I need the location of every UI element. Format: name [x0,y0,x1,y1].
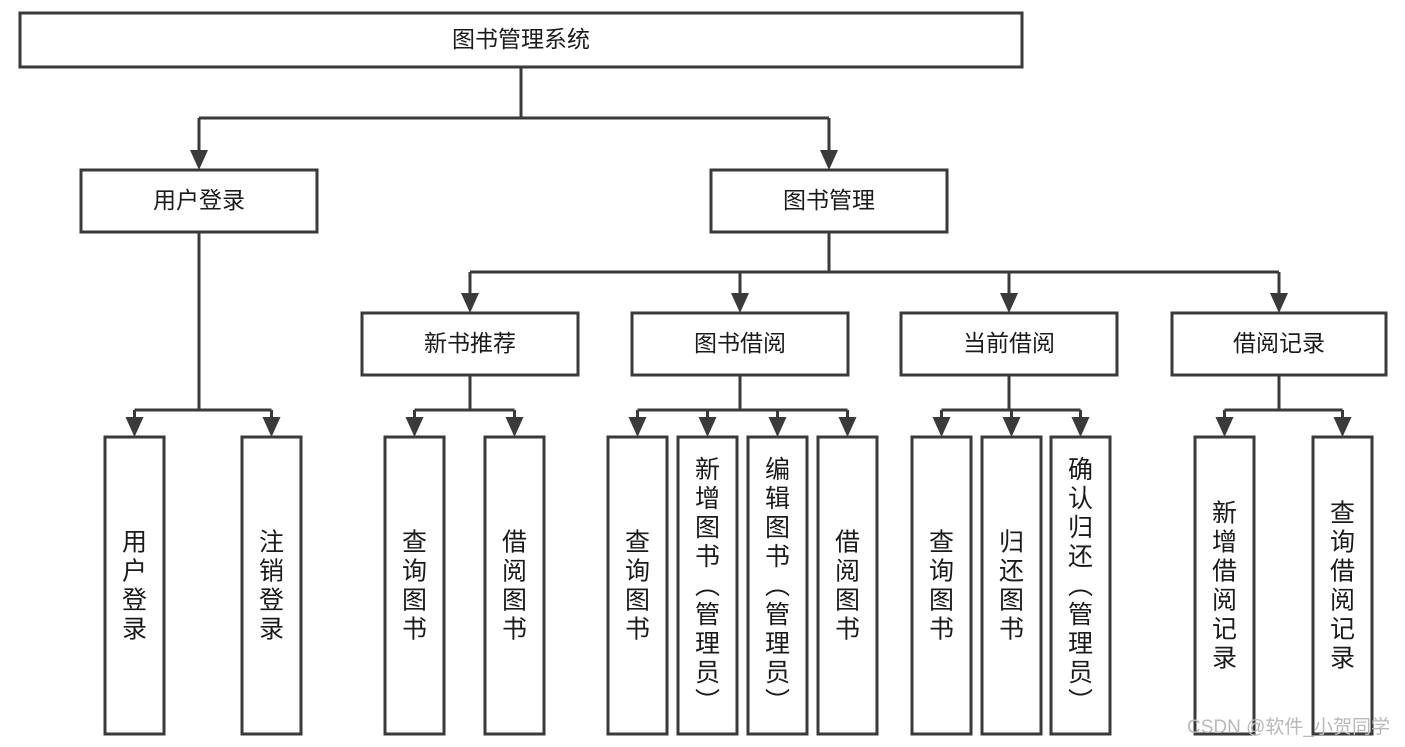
node-leaf-return-book[interactable]: 归还图书 [980,435,1043,736]
node-leaf-add-borrow-record[interactable]: 新增借阅记录 [1193,435,1256,736]
arrow-head-icon [768,417,787,437]
arrow-head-icon [505,417,524,437]
arrow-head-icon [820,150,838,170]
node-leaf-query-borrow-record[interactable]: 查询借阅记录 [1311,435,1374,736]
node-label-leaf-user-login: 用户登录 [122,529,147,644]
node-label-borrow-record: 借阅记录 [1233,330,1325,356]
node-label-leaf-borrow-book-recommend: 借阅图书 [502,529,527,644]
node-leaf-logout-login[interactable]: 注销登录 [240,435,303,736]
csdn-watermark: CSDN @软件_小贺同学 [1187,716,1390,738]
node-book-manage[interactable]: 图书管理 [709,168,949,234]
arrow-head-icon [262,417,281,437]
node-label-leaf-edit-book: 编辑图书︵管理员︶ [765,456,790,716]
arrow-head-icon [125,417,144,437]
arrow-head-icon [1071,417,1090,437]
node-box-user-login [79,168,319,234]
node-label-leaf-query-book-recommend: 查询图书 [402,529,427,644]
arrow-head-icon [932,417,951,437]
arrow-head-icon [190,150,208,170]
node-box-current-borrow [899,311,1119,377]
node-box-book-manage [709,168,949,234]
node-box-leaf-add-book [676,435,739,736]
node-label-current-borrow: 当前借阅 [963,330,1055,356]
arrow-head-icon [1002,417,1021,437]
node-box-new-book-recommend [360,311,580,377]
arrow-head-icon [1270,293,1288,313]
node-label-leaf-return-book: 归还图书 [999,529,1024,644]
node-leaf-query-book-current[interactable]: 查询图书 [910,435,973,736]
node-root[interactable]: 图书管理系统 [18,11,1024,69]
node-leaf-edit-book[interactable]: 编辑图书︵管理员︶ [746,435,809,736]
node-box-leaf-query-book-borrow [606,435,669,736]
node-label-leaf-borrow-book: 借阅图书 [835,529,860,644]
node-borrow-record[interactable]: 借阅记录 [1170,311,1388,377]
node-label-book-manage: 图书管理 [783,187,875,213]
node-box-leaf-confirm-return [1049,435,1112,736]
node-leaf-user-login[interactable]: 用户登录 [103,435,166,736]
node-box-leaf-query-book-recommend [383,435,446,736]
node-leaf-borrow-book-recommend[interactable]: 借阅图书 [483,435,546,736]
connectors-layer [125,67,1352,437]
node-label-leaf-query-book-current: 查询图书 [929,529,954,644]
node-label-root: 图书管理系统 [452,26,590,52]
node-box-leaf-add-borrow-record [1193,435,1256,736]
arrow-head-icon [1333,417,1352,437]
node-box-borrow-record [1170,311,1388,377]
node-box-leaf-edit-book [746,435,809,736]
node-label-user-login: 用户登录 [153,187,245,213]
arrow-head-icon [461,293,479,313]
node-label-leaf-confirm-return: 确认归还︵管理员︶ [1068,456,1093,716]
node-box-book-borrow [630,311,850,377]
node-user-login[interactable]: 用户登录 [79,168,319,234]
node-label-new-book-recommend: 新书推荐 [424,330,516,356]
node-leaf-confirm-return[interactable]: 确认归还︵管理员︶ [1049,435,1112,736]
node-label-leaf-add-borrow-record: 新增借阅记录 [1212,500,1237,673]
node-label-leaf-query-borrow-record: 查询借阅记录 [1330,500,1355,673]
node-leaf-query-book-recommend[interactable]: 查询图书 [383,435,446,736]
arrow-head-icon [628,417,647,437]
node-label-book-borrow: 图书借阅 [694,330,786,356]
node-box-leaf-borrow-book-recommend [483,435,546,736]
node-new-book-recommend[interactable]: 新书推荐 [360,311,580,377]
node-label-leaf-add-book: 新增图书︵管理员︶ [695,456,720,716]
arrow-head-icon [838,417,857,437]
node-box-leaf-borrow-book [816,435,879,736]
node-box-root [18,11,1024,69]
node-label-leaf-query-book-borrow: 查询图书 [625,529,650,644]
arrow-head-icon [698,417,717,437]
node-box-leaf-logout-login [240,435,303,736]
node-leaf-borrow-book[interactable]: 借阅图书 [816,435,879,736]
node-label-leaf-logout-login: 注销登录 [259,529,284,644]
arrow-head-icon [1000,293,1018,313]
node-leaf-add-book[interactable]: 新增图书︵管理员︶ [676,435,739,736]
node-current-borrow[interactable]: 当前借阅 [899,311,1119,377]
node-box-leaf-user-login [103,435,166,736]
node-box-leaf-query-borrow-record [1311,435,1374,736]
node-box-leaf-return-book [980,435,1043,736]
node-book-borrow[interactable]: 图书借阅 [630,311,850,377]
node-box-leaf-query-book-current [910,435,973,736]
nodes-layer: 图书管理系统用户登录图书管理新书推荐图书借阅当前借阅借阅记录用户登录注销登录查询… [18,11,1388,736]
arrow-head-icon [1215,417,1234,437]
arrow-head-icon [731,293,749,313]
node-leaf-query-book-borrow[interactable]: 查询图书 [606,435,669,736]
arrow-head-icon [405,417,424,437]
